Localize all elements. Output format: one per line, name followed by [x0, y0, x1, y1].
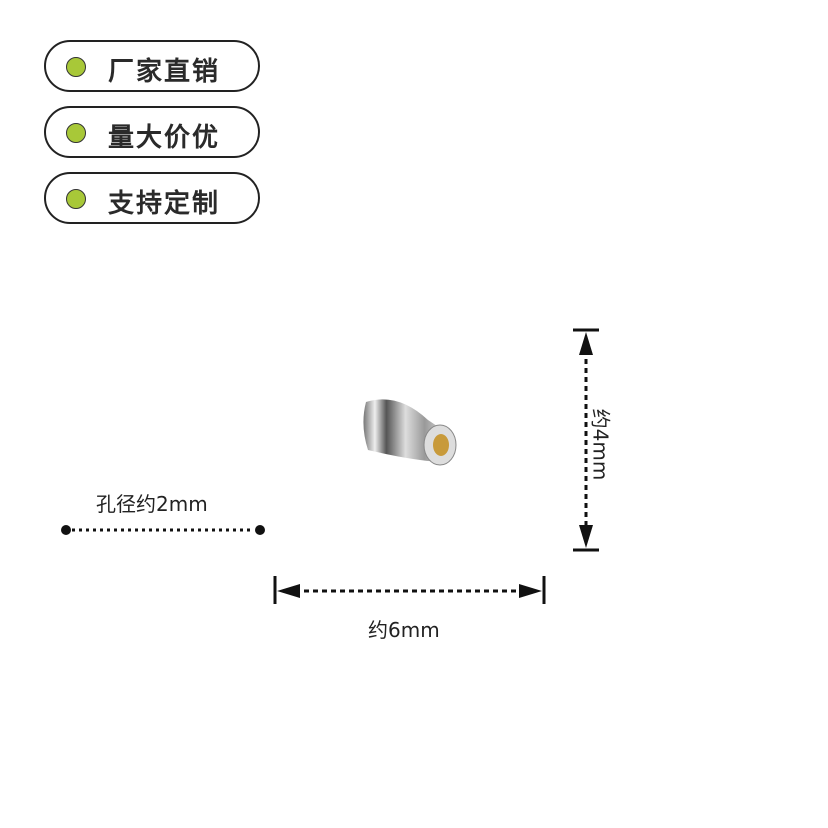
- badge-label: 厂家直销: [108, 57, 221, 87]
- product-bead-image: [363, 399, 457, 466]
- badge-custom: 支持定制: [44, 172, 260, 224]
- hole-diameter-label: 孔径约2mm: [96, 492, 208, 516]
- height-dimension-line: [573, 328, 599, 552]
- hole-dimension-line: [61, 525, 265, 535]
- badge-factory-direct: 厂家直销: [44, 40, 260, 92]
- badge-label: 量大价优: [108, 123, 221, 153]
- bullet-dot-icon: [66, 123, 86, 143]
- width-label: 约6mm: [368, 618, 440, 642]
- width-dimension-line: [273, 576, 546, 604]
- height-label: 约4mm: [588, 408, 613, 481]
- badge-label: 支持定制: [108, 189, 221, 219]
- bullet-dot-icon: [66, 57, 86, 77]
- badge-bulk-price: 量大价优: [44, 106, 260, 158]
- bullet-dot-icon: [66, 189, 86, 209]
